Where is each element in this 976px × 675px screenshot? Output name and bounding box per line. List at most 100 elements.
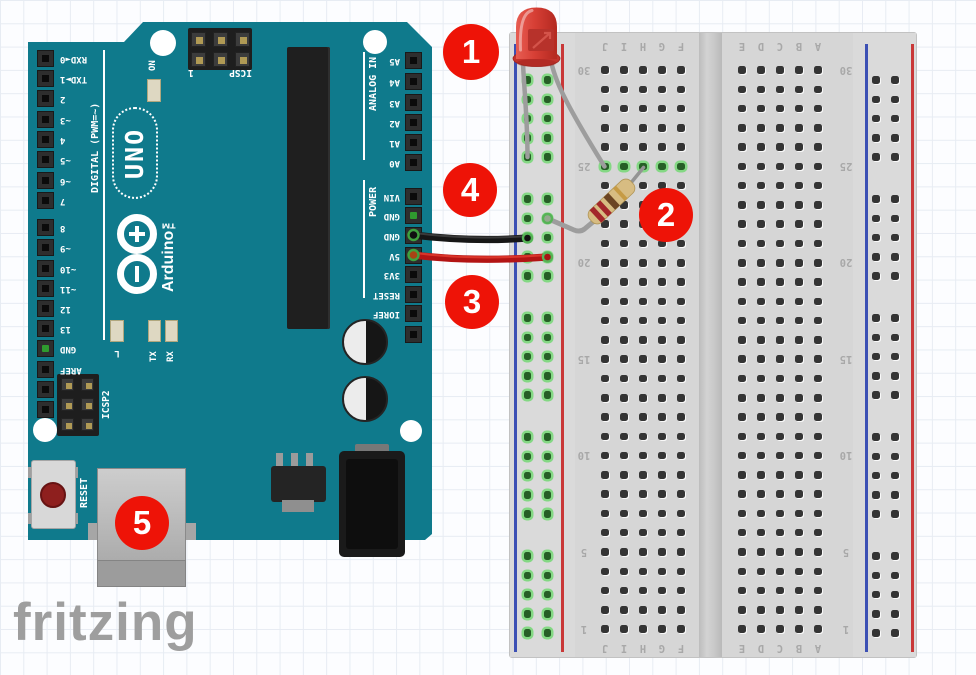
power-rail-hole [872, 272, 880, 280]
breadboard-hole [738, 432, 746, 441]
arduino-logo-ring-plus [117, 214, 157, 254]
power-rail-hole [872, 471, 880, 480]
breadboard-hole [658, 509, 666, 518]
breadboard-hole [776, 432, 784, 441]
breadboard-hole [601, 316, 609, 325]
breadboard-hole [757, 104, 765, 113]
breadboard-hole [639, 355, 647, 363]
breadboard-hole [757, 220, 765, 228]
power-rail-hole [872, 153, 880, 161]
power-pin-label: GND [383, 211, 400, 221]
digital-pin [37, 400, 54, 418]
breadboard-hole [601, 201, 609, 209]
breadboard-hole [677, 567, 685, 576]
breadboard-hole [620, 297, 628, 306]
power-rail-hole [872, 491, 880, 499]
breadboard-hole [776, 548, 784, 556]
breadboard-hole [738, 625, 746, 633]
regulator-leg [306, 453, 313, 468]
breadboard-hole [677, 316, 685, 325]
power-rail-hole [523, 571, 532, 580]
breadboard-hole [639, 586, 647, 595]
power-rail-hole [891, 491, 899, 499]
breadboard-hole [738, 220, 746, 228]
breadboard-hole [639, 451, 647, 460]
marker-5: 5 [115, 496, 169, 550]
breadboard-hole [757, 85, 765, 94]
breadboard-hole [795, 278, 803, 286]
power-rail-hole [543, 333, 552, 342]
breadboard-hole [658, 606, 666, 614]
breadboard-hole [795, 239, 803, 248]
power-rail-hole [872, 233, 880, 242]
breadboard-hole [639, 336, 647, 344]
power-rail-hole [872, 433, 880, 441]
power-rail-hole [543, 95, 552, 104]
power-pin [405, 246, 422, 264]
breadboard-hole [738, 355, 746, 363]
power-rail-hole [872, 95, 880, 104]
power-rail-hole [523, 629, 532, 637]
analog-pin-label: A1 [389, 138, 400, 148]
power-rail-hole [872, 571, 880, 580]
breadboard-hole [776, 201, 784, 209]
usb-tab [185, 523, 196, 540]
breadboard-hole [677, 471, 685, 479]
power-rail-hole [543, 590, 552, 599]
power-pin-label: GND [383, 231, 400, 241]
breadboard-column-label: B [795, 642, 803, 654]
breadboard-hole [620, 394, 628, 402]
breadboard-hole [601, 104, 609, 113]
digital-pin-label: ~3 [60, 115, 71, 125]
breadboard-hole [601, 143, 609, 151]
digital-pin-label: ~10 [60, 264, 77, 274]
breadboard-hole [814, 625, 822, 633]
analog-pin [405, 51, 422, 69]
power-rail-hole [543, 253, 552, 261]
breadboard-hole [776, 490, 784, 498]
tx-led-label: TX [149, 351, 159, 363]
reset-label: RESET [79, 477, 90, 509]
breadboard-hole [658, 374, 666, 383]
breadboard-hole [658, 567, 666, 576]
usb-tab [88, 523, 99, 540]
breadboard-hole [795, 548, 803, 556]
breadboard-hole [658, 471, 666, 479]
breadboard-hole [738, 336, 746, 344]
breadboard-hole [776, 181, 784, 190]
power-rail-hole [872, 314, 880, 322]
breadboard-hole [658, 259, 666, 267]
breadboard-column-label: C [776, 642, 784, 654]
digital-pin-label: AREF [60, 365, 82, 375]
breadboard-hole [776, 374, 784, 383]
power-rail-hole [523, 610, 532, 618]
breadboard-column-label: I [620, 642, 628, 654]
power-rail-hole [543, 114, 552, 123]
power-rail-blue-line [514, 44, 517, 652]
digital-pin [37, 360, 54, 378]
breadboard-hole [738, 606, 746, 614]
breadboard-hole [814, 124, 822, 132]
breadboard-hole [757, 355, 765, 363]
breadboard-hole [814, 220, 822, 228]
power-rail-hole [891, 471, 899, 480]
power-rail-hole [891, 629, 899, 637]
breadboard-hole [658, 528, 666, 537]
breadboard-hole [776, 528, 784, 537]
breadboard-row-number: 1 [580, 622, 588, 635]
breadboard-hole [776, 336, 784, 344]
breadboard-hole [738, 278, 746, 286]
breadboard-hole [776, 297, 784, 306]
breadboard-hole [757, 509, 765, 518]
breadboard-hole [738, 394, 746, 402]
breadboard-rail-area [853, 33, 916, 657]
breadboard-column-label: A [814, 642, 822, 654]
breadboard-hole [639, 625, 647, 633]
icsp-label: ICSP [229, 67, 252, 78]
power-rail-hole [523, 510, 532, 518]
power-rail-hole [543, 195, 552, 203]
breadboard-hole [620, 220, 628, 228]
power-rail-hole [523, 233, 532, 242]
breadboard-hole [601, 259, 609, 267]
